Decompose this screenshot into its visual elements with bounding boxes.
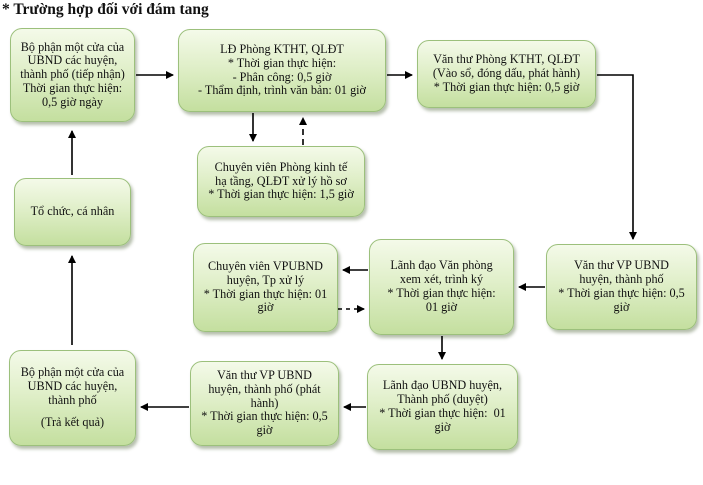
box-text-line: * Thời gian thực hiện: 0,5 bbox=[558, 286, 685, 300]
box-text-line: * Thời gian thực hiện: 01 bbox=[203, 286, 328, 301]
box-text-line: * Thời gian thực hiện: 01 bbox=[379, 406, 506, 420]
box-text-line: giờ bbox=[257, 300, 274, 315]
box-text-line: * Thời gian thực hiện: bbox=[387, 286, 496, 300]
box-text-line: Chuyên viên VPUBND bbox=[208, 258, 323, 273]
box-text-line: LĐ Phòng KTHT, QLĐT bbox=[220, 41, 344, 56]
box-text-line: Văn thư Phòng KTHT, QLĐT bbox=[433, 52, 580, 67]
box-text-line: (Vào sổ, đóng dấu, phát hành) bbox=[432, 66, 581, 81]
box-text-line: giờ bbox=[434, 419, 451, 434]
box-text-line: Văn thư VP UBND bbox=[574, 258, 669, 273]
citizen-box: Tổ chức, cá nhân bbox=[14, 178, 131, 246]
ktht-leader-box: LĐ Phòng KTHT, QLĐT* Thời gian thực hiện… bbox=[178, 29, 386, 112]
arrow-ktht-clerk-to-vp-clerk bbox=[597, 74, 637, 240]
box-text-line: Bộ phận một cửa của bbox=[20, 39, 125, 54]
box-text-line: - Thẩm định, trình văn bản: 01 giờ bbox=[197, 83, 367, 98]
box-text-line: Lãnh đạo UBND huyện, bbox=[382, 378, 503, 393]
box-text-line: (Trả kết quả) bbox=[40, 414, 105, 429]
box-text-line: 0,5 giờ ngày bbox=[42, 94, 103, 109]
box-text-line: Lãnh đạo Văn phòng bbox=[390, 258, 493, 273]
box-text-line: giờ bbox=[613, 299, 630, 314]
box-text-line: Chuyên viên Phòng kinh tế bbox=[214, 159, 348, 174]
ubnd-leader-box: Lãnh đạo UBND huyện,Thành phố (duyệt)* T… bbox=[367, 364, 518, 450]
box-text-line: Văn thư VP UBND bbox=[217, 368, 312, 382]
box-text-line: huyện, Tp xử lý bbox=[226, 272, 305, 287]
box-text-line: huyện, thành phố bbox=[579, 272, 664, 287]
box-text-line: hạ tầng, QLĐT xử lý hồ sơ bbox=[215, 173, 347, 188]
box-text-line: Bộ phận một cửa của bbox=[20, 365, 125, 380]
box-text-line: thành phố (tiếp nhận) bbox=[20, 67, 125, 82]
box-text-line: * Thời gian thực hiện: 0,5 bbox=[201, 409, 328, 424]
box-text-line: * Thời gian thực hiện: bbox=[227, 55, 337, 70]
box-text-line: * Thời gian thực hiện: 1,5 giờ bbox=[208, 187, 354, 202]
box-text-line: huyện, thành phố (phát bbox=[208, 381, 321, 396]
box-text-line: thành phố bbox=[48, 393, 97, 407]
box-text-line: Thành phố (duyệt) bbox=[397, 392, 488, 407]
box-text-line: - Phân công: 0,5 giờ bbox=[232, 69, 332, 84]
box-text-line: UBND các huyện, bbox=[27, 53, 118, 68]
page-title: * Trường hợp đối với đám tang bbox=[2, 1, 209, 18]
box-text-line: hành) bbox=[250, 395, 279, 410]
box-text-line: xem xét, trình ký bbox=[399, 272, 484, 287]
box-text-line: 01 giờ bbox=[425, 299, 458, 314]
box-text-line: Thời gian thực hiện: bbox=[22, 80, 123, 95]
box-text-line: * Thời gian thực hiện: 0,5 giờ bbox=[433, 79, 580, 94]
box-text-line: UBND các huyện, bbox=[27, 379, 118, 394]
box-text-line: Tổ chức, cá nhân bbox=[30, 204, 115, 219]
ktht-clerk-box: Văn thư Phòng KTHT, QLĐT(Vào sổ, đóng dấ… bbox=[417, 40, 596, 108]
box-text-line: giờ bbox=[256, 423, 273, 438]
